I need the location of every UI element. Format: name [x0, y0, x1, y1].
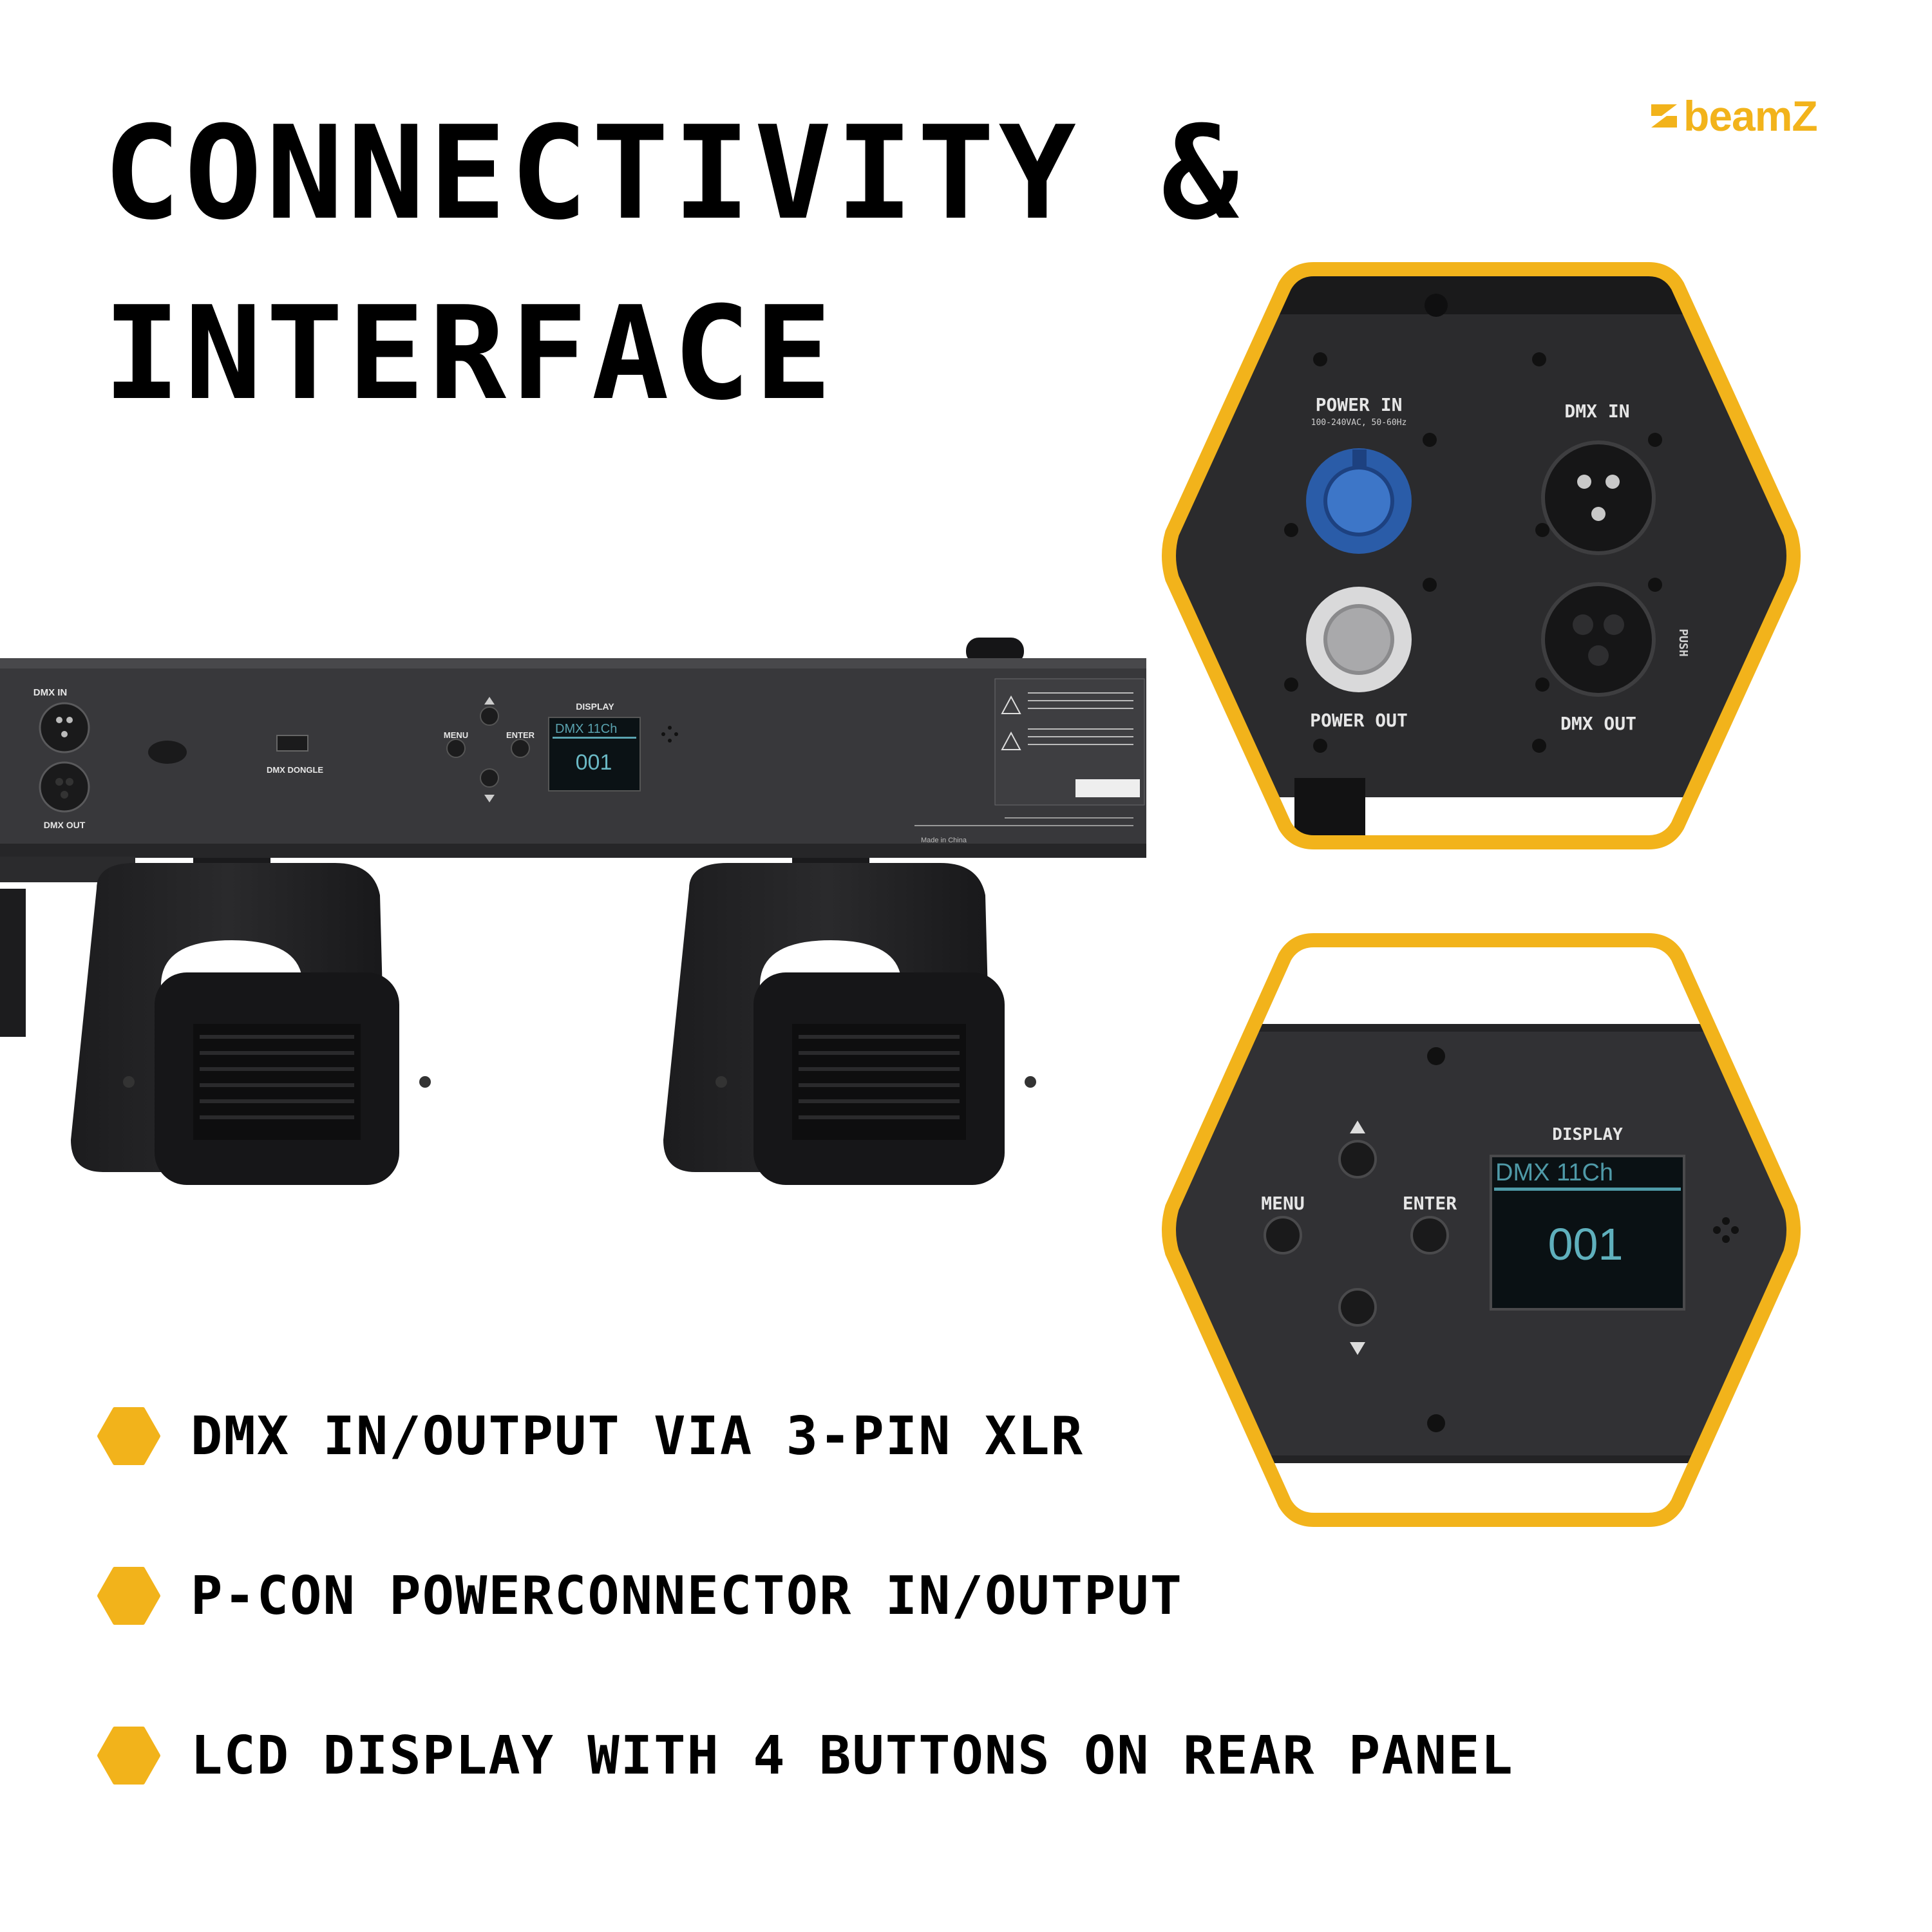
- hex-border-top: [1162, 262, 1801, 849]
- zoom-screen-line1: DMX 11Ch: [1495, 1159, 1613, 1186]
- brand-name: beamZ: [1683, 92, 1818, 140]
- lcd-display: [1490, 1155, 1685, 1311]
- feature-text: LCD DISPLAY WITH 4 BUTTONS ON REAR PANEL: [191, 1725, 1514, 1786]
- dmx-dongle-port: [276, 735, 308, 752]
- zoom-power-out-label: POWER OUT: [1310, 710, 1408, 731]
- up-button: [1338, 1140, 1377, 1179]
- zoom-power-spec: 100-240VAC, 50-60Hz: [1311, 418, 1407, 428]
- hexagon-bullet-icon: [97, 1567, 160, 1625]
- zoom-dmx-in-label: DMX IN: [1564, 401, 1629, 422]
- feature-item: LCD DISPLAY WITH 4 BUTTONS ON REAR PANEL: [97, 1717, 1514, 1794]
- svg-text:DISPLAY: DISPLAY: [576, 701, 614, 712]
- hex-border-bottom: [1162, 933, 1801, 1527]
- bar-dmx-connectors: DMX IN DMX OUT: [33, 687, 90, 830]
- svg-text:001: 001: [576, 750, 612, 775]
- zoom-enter-label: ENTER: [1403, 1193, 1457, 1214]
- svg-text:Made in China: Made in China: [921, 837, 967, 844]
- warning-label-sticker: Made in China: [914, 678, 1145, 844]
- svg-text:DMX 11Ch: DMX 11Ch: [555, 722, 617, 736]
- bar-dongle-label: DMX DONGLE: [267, 765, 323, 775]
- down-button: [1338, 1288, 1377, 1327]
- hexagon-bullet-icon: [97, 1727, 160, 1785]
- dmx-out-connector: [1541, 582, 1656, 697]
- feature-text: P-CON POWERCONNECTOR IN/OUTPUT: [191, 1565, 1184, 1627]
- dmx-in-connector: [1541, 440, 1656, 555]
- feature-text: DMX IN/OUTPUT VIA 3-PIN XLR: [191, 1405, 1084, 1467]
- feature-item: DMX IN/OUTPUT VIA 3-PIN XLR: [97, 1397, 1514, 1475]
- feature-item: P-CON POWERCONNECTOR IN/OUTPUT: [97, 1557, 1514, 1634]
- title-line-1: CONNECTIVITY &: [103, 99, 1243, 249]
- moving-head-left: [71, 858, 431, 1185]
- svg-text:MENU: MENU: [444, 730, 468, 740]
- zoom-dmx-out-label: DMX OUT: [1560, 713, 1636, 734]
- connector-zoom-hexagon: POWER IN 100-240VAC, 50-60Hz POWER OUT D…: [1162, 262, 1801, 849]
- bar-dmx-in-label: DMX IN: [33, 687, 68, 698]
- interface-zoom-hexagon: MENU ENTER DISPLAY DMX 11Ch 001: [1162, 933, 1801, 1527]
- brand-logo: beamZ: [1649, 90, 1818, 142]
- bar-dmx-out-socket: [39, 761, 90, 813]
- zoom-display-label: DISPLAY: [1552, 1125, 1623, 1144]
- page-title: CONNECTIVITY & INTERFACE: [103, 84, 1243, 444]
- enter-button: [1410, 1216, 1449, 1255]
- product-photo: DMX IN DMX OUT DMX DONGLE MENU ENTER DIS…: [0, 638, 1146, 1185]
- menu-button: [1264, 1216, 1302, 1255]
- bar-display: DISPLAY DMX 11Ch 001: [548, 701, 678, 791]
- zoom-power-in-label: POWER IN: [1316, 394, 1403, 415]
- zoom-screen-value: 001: [1548, 1219, 1624, 1269]
- title-line-2: INTERFACE: [103, 279, 836, 429]
- bar-buttons: MENU ENTER: [444, 697, 535, 802]
- push-tab-label: PUSH: [1676, 629, 1690, 656]
- beamz-logo-icon: [1651, 104, 1677, 128]
- bar-dmx-out-label: DMX OUT: [44, 820, 86, 830]
- moving-head-right: [663, 858, 1036, 1185]
- clamp-screw: [148, 741, 187, 764]
- bar-dmx-in-socket: [39, 702, 90, 753]
- zoom-menu-label: MENU: [1261, 1193, 1304, 1214]
- left-clamp: [0, 889, 26, 1037]
- knob: [966, 638, 1024, 665]
- feature-list: DMX IN/OUTPUT VIA 3-PIN XLR P-CON POWERC…: [97, 1397, 1514, 1877]
- hexagon-bullet-icon: [97, 1407, 160, 1465]
- svg-text:ENTER: ENTER: [506, 730, 535, 740]
